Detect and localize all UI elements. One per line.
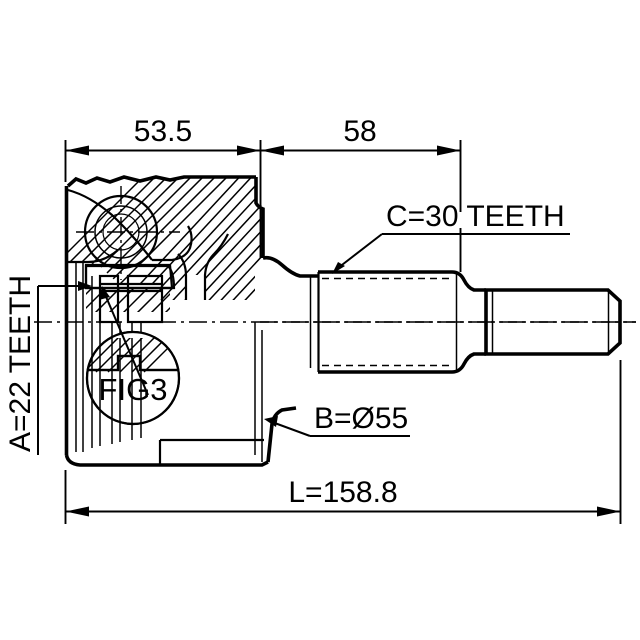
arrow-right-53-5	[237, 145, 261, 156]
arrow-left-58	[260, 145, 284, 156]
fig3-leader-line	[103, 291, 149, 396]
race-neck-transition	[262, 255, 318, 278]
label-text-a-22-teeth: A=22 TEETH	[4, 275, 37, 452]
cv-joint-outer-race-section	[66, 175, 265, 324]
c30-leader-line	[337, 233, 383, 269]
b55-leader-arrow	[264, 416, 278, 427]
fig3-label-text: FIG3	[99, 372, 168, 407]
arrow-left-overall	[65, 506, 89, 517]
race-top-serrated-edge	[66, 175, 256, 188]
lower-body-bottom-edge	[64, 454, 269, 467]
splined-shaft-section	[309, 270, 486, 374]
fig3-step-profile-overlay	[87, 354, 179, 372]
label-text-c-30-teeth: C=30 TEETH	[386, 200, 565, 233]
race-right-step	[254, 177, 265, 258]
dimension-group-58: 58	[260, 115, 462, 272]
a22-leader-arrow	[78, 281, 92, 291]
dimension-group-53-5: 53.5	[64, 115, 262, 258]
lower-body-taper	[266, 406, 297, 463]
label-group-b55: B=Ø55	[264, 402, 410, 437]
label-group-c30: C=30 TEETH	[332, 200, 570, 274]
b55-leader-line	[271, 421, 311, 437]
arrow-right-overall	[597, 506, 621, 517]
ball-bearing-detail	[76, 186, 180, 280]
dimension-text-overall: L=158.8	[288, 476, 397, 509]
dimension-group-overall-length: L=158.8	[64, 360, 622, 524]
spline-bottom-edge	[318, 352, 486, 374]
lower-ring-outline	[84, 264, 176, 290]
fig3-detail-circle-border	[85, 330, 181, 426]
arrow-left-53-5	[65, 145, 89, 156]
dimension-text-53-5: 53.5	[134, 115, 192, 148]
fig3-mask-top	[87, 332, 179, 338]
label-text-b-diameter: B=Ø55	[314, 402, 408, 435]
race-internal-curve-right	[203, 233, 229, 300]
dimension-text-58: 58	[343, 115, 376, 148]
spline-top-edge	[318, 270, 486, 292]
fig3-leader-arrow	[99, 286, 110, 300]
race-inner-arc-lower	[68, 249, 119, 264]
fig3-leader	[99, 286, 149, 396]
ball-pocket-profile	[152, 225, 193, 262]
c30-leader-arrow	[332, 262, 345, 274]
race-internal-curve-left	[177, 253, 188, 300]
race-inner-arc-upper	[67, 188, 153, 261]
arrow-right-58	[437, 145, 461, 156]
neck-upper-fillet	[262, 255, 318, 278]
label-group-a22: A=22 TEETH	[4, 275, 92, 455]
